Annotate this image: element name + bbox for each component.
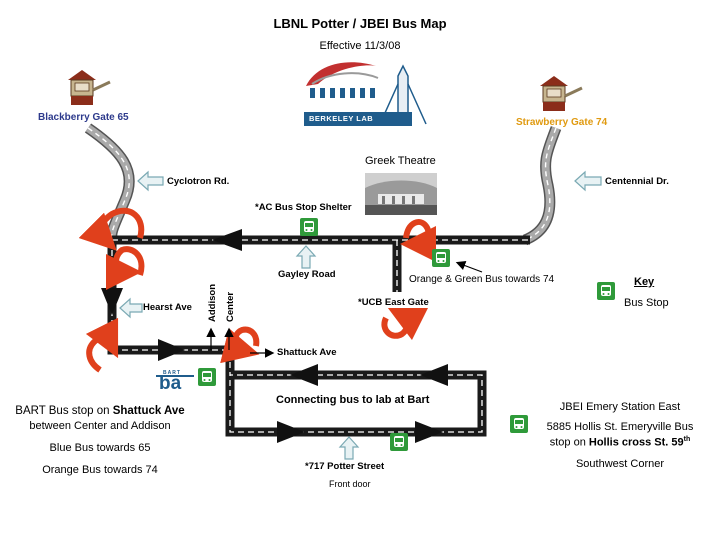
- strawberry-gate-label: Strawberry Gate 74: [516, 117, 608, 128]
- arrow-orange-green: [455, 261, 483, 273]
- u-turn-3: [400, 219, 437, 262]
- u-turn-arrows: [78, 207, 437, 373]
- black-roads: [107, 235, 530, 437]
- blackberry-gate-icon: [68, 70, 111, 105]
- arrow-left-b: [420, 364, 448, 386]
- jbei-corner: Southwest Corner: [575, 458, 665, 470]
- u-turn-4: [381, 307, 429, 341]
- bus-stop-icon: [510, 415, 528, 433]
- jbei-address-line1: 5885 Hollis St. Emeryville Bus: [546, 421, 694, 433]
- arrow-potter: [338, 436, 360, 460]
- blackberry-gate-label: Blackberry Gate 65: [38, 112, 129, 123]
- key-title: Key: [634, 276, 655, 288]
- u-turn-6: [220, 326, 260, 364]
- arrow-down-left: [101, 288, 123, 315]
- orange-green-bus-label: Orange & Green Bus towards 74: [409, 274, 555, 285]
- key-bus-stop-icon: [597, 282, 615, 300]
- bus-stop-icon: [300, 218, 318, 236]
- pointer-arrows: [119, 170, 602, 460]
- ac-bus-stop-label: *AC Bus Stop Shelter: [255, 202, 352, 213]
- bart-logo-letters: ba: [159, 373, 182, 394]
- route-direction-arrows: [101, 229, 448, 443]
- bus-stop-icon: [198, 368, 216, 386]
- front-door-label: Front door: [329, 479, 371, 489]
- hearst-ave-label: Hearst Ave: [143, 302, 192, 313]
- u-turn-5: [85, 317, 119, 373]
- jbei-address-line2: stop on Hollis cross St. 59th: [549, 436, 691, 449]
- arrow-gayley: [295, 245, 317, 269]
- thin-arrows: [206, 261, 483, 358]
- arrow-right-a: [277, 421, 305, 443]
- arrow-right-b: [415, 421, 443, 443]
- bart-note-line1: BART Bus stop on Shattuck Ave: [15, 405, 185, 417]
- center-label: Center: [225, 291, 236, 322]
- greek-theatre-photo: [365, 173, 437, 215]
- arrow-right-lower: [158, 339, 185, 361]
- arrow-left-a: [290, 364, 318, 386]
- logo-text: BERKELEY LAB: [309, 114, 374, 123]
- connecting-bus-label: Connecting bus to lab at Bart: [276, 394, 430, 406]
- greek-theatre-label: Greek Theatre: [365, 155, 436, 167]
- strawberry-gate-icon: [540, 76, 583, 111]
- arrow-cyclotron: [137, 170, 164, 192]
- key-bus-stop-label: Bus Stop: [624, 297, 669, 309]
- gayley-road-label: Gayley Road: [278, 269, 336, 280]
- u-turn-1: [78, 207, 145, 251]
- page-title: LBNL Potter / JBEI Bus Map: [273, 16, 447, 31]
- addison-label: Addison: [207, 284, 218, 322]
- bus-stop-icon: [432, 249, 450, 267]
- potter-street-label: *717 Potter Street: [305, 461, 385, 472]
- blue-bus-note: Blue Bus towards 65: [49, 442, 151, 454]
- jbei-title: JBEI Emery Station East: [559, 401, 681, 413]
- ucb-east-gate-label: *UCB East Gate: [358, 297, 429, 308]
- arrow-left-top: [212, 229, 242, 251]
- cyclotron-label: Cyclotron Rd.: [167, 176, 230, 187]
- arrow-hearst: [119, 297, 143, 319]
- page-subtitle: Effective 11/3/08: [319, 40, 401, 52]
- bart-note-line2: between Center and Addison: [29, 420, 171, 432]
- berkeley-lab-logo: [304, 62, 427, 126]
- u-turn-2: [105, 246, 145, 290]
- centennial-label: Centennial Dr.: [605, 176, 669, 187]
- bus-stop-icon: [390, 433, 408, 451]
- shattuck-ave-label: Shattuck Ave: [277, 347, 337, 358]
- bart-logo: [156, 372, 194, 396]
- orange-bus-note: Orange Bus towards 74: [42, 464, 158, 476]
- bart-logo-text: BART: [163, 370, 181, 376]
- arrow-centennial: [574, 170, 602, 192]
